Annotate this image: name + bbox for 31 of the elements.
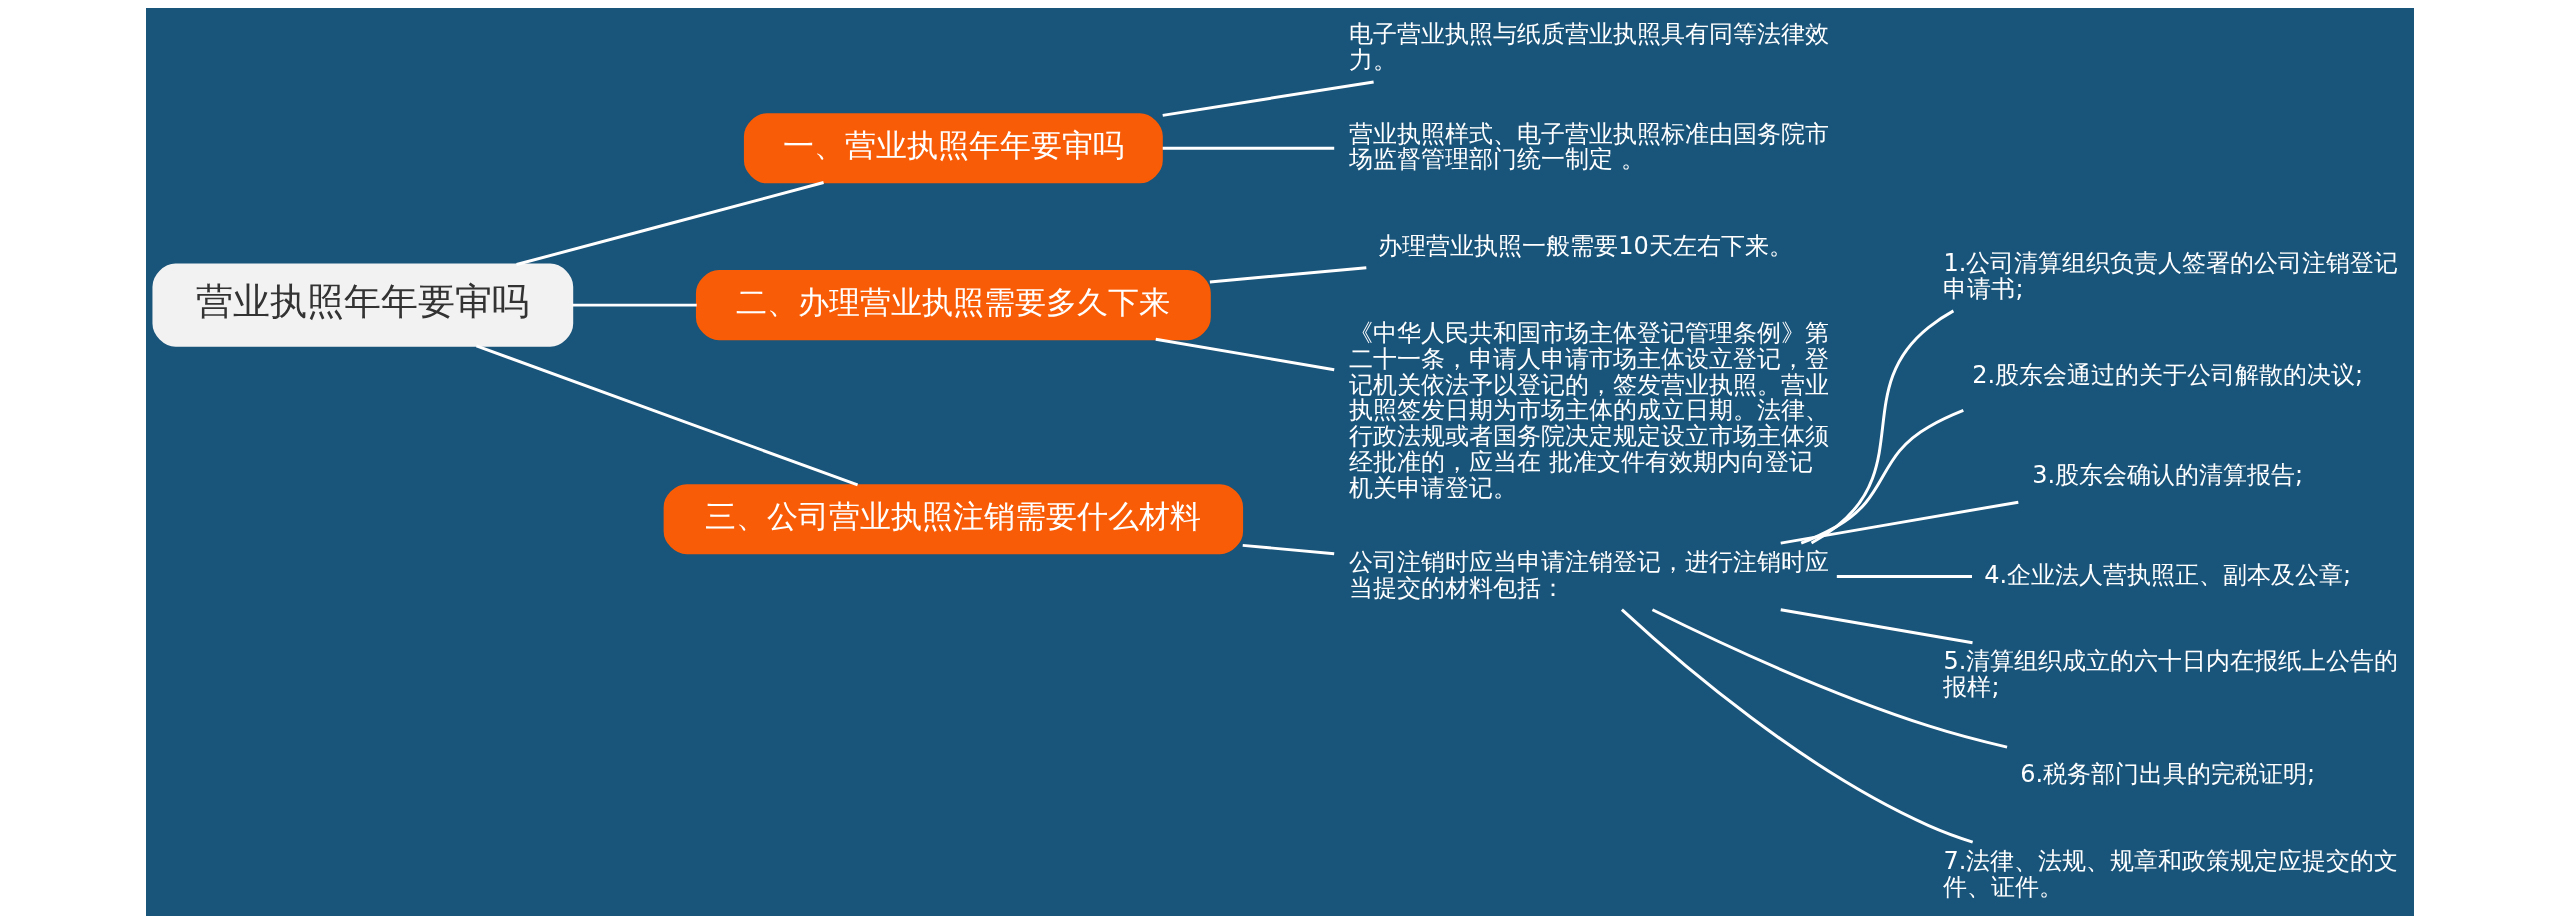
node-text: 1.公司清算组织负责人签署的公司注销登记申请书; xyxy=(1943,248,2399,303)
connector xyxy=(1800,409,1964,545)
node-text: 6.税务部门出具的完税证明; xyxy=(2020,759,2316,788)
node-text: 4.企业法人营执照正、副本及公章; xyxy=(1984,560,2352,589)
node-text: 办理营业执照一般需要10天左右下来。 xyxy=(1378,232,1793,261)
node-text: 营业执照样式、电子营业执照标准由国务院市场监督管理部门统一制定 。 xyxy=(1349,119,1830,174)
connector xyxy=(1209,266,1367,284)
node-box: 一、营业执照年年要审吗 xyxy=(743,113,1163,184)
connector xyxy=(1242,543,1335,556)
connector xyxy=(1162,146,1335,150)
connector xyxy=(516,181,824,266)
node-box: 三、公司营业执照注销需要什么材料 xyxy=(663,484,1244,555)
connector xyxy=(1810,309,1955,545)
connector xyxy=(1780,608,1973,645)
node-text: 公司注销时应当申请注销登记，进行注销时应当提交的材料包括： xyxy=(1349,547,1830,602)
connector xyxy=(1162,80,1374,117)
node-text: 3.股东会确认的清算报告; xyxy=(2032,461,2304,490)
connector xyxy=(475,344,859,487)
connector xyxy=(1780,500,2019,545)
node-text: 电子营业执照与纸质营业执照具有同等法律效力。 xyxy=(1349,19,1830,74)
connector xyxy=(1155,337,1335,372)
connector xyxy=(1620,608,1974,844)
node-text: 5.清算组织成立的六十日内在报纸上公告的报样; xyxy=(1943,647,2399,702)
node-box: 二、办理营业执照需要多久下来 xyxy=(695,270,1211,341)
node-text: 《中华人民共和国市场主体登记管理条例》第二十一条，申请人申请市场主体设立登记，登记机关依法予以登记的，签发营业执照。营业执照签发日期为市场主体的成立日期。法律、行政法规或者国务院决定规定设立市场主体须经批准的，应当在 批准文件有效期内向登记机关申请登记。 xyxy=(1349,318,1830,502)
node-box: 营业执照年年要审吗 xyxy=(152,263,574,347)
node-text: 7.法律、法规、规章和政策规定应提交的文件、证件。 xyxy=(1943,846,2399,901)
node-text: 2.股东会通过的关于公司解散的决议; xyxy=(1972,361,2364,390)
connector xyxy=(1651,608,2008,749)
connector xyxy=(572,303,697,307)
connector xyxy=(1836,574,1972,578)
